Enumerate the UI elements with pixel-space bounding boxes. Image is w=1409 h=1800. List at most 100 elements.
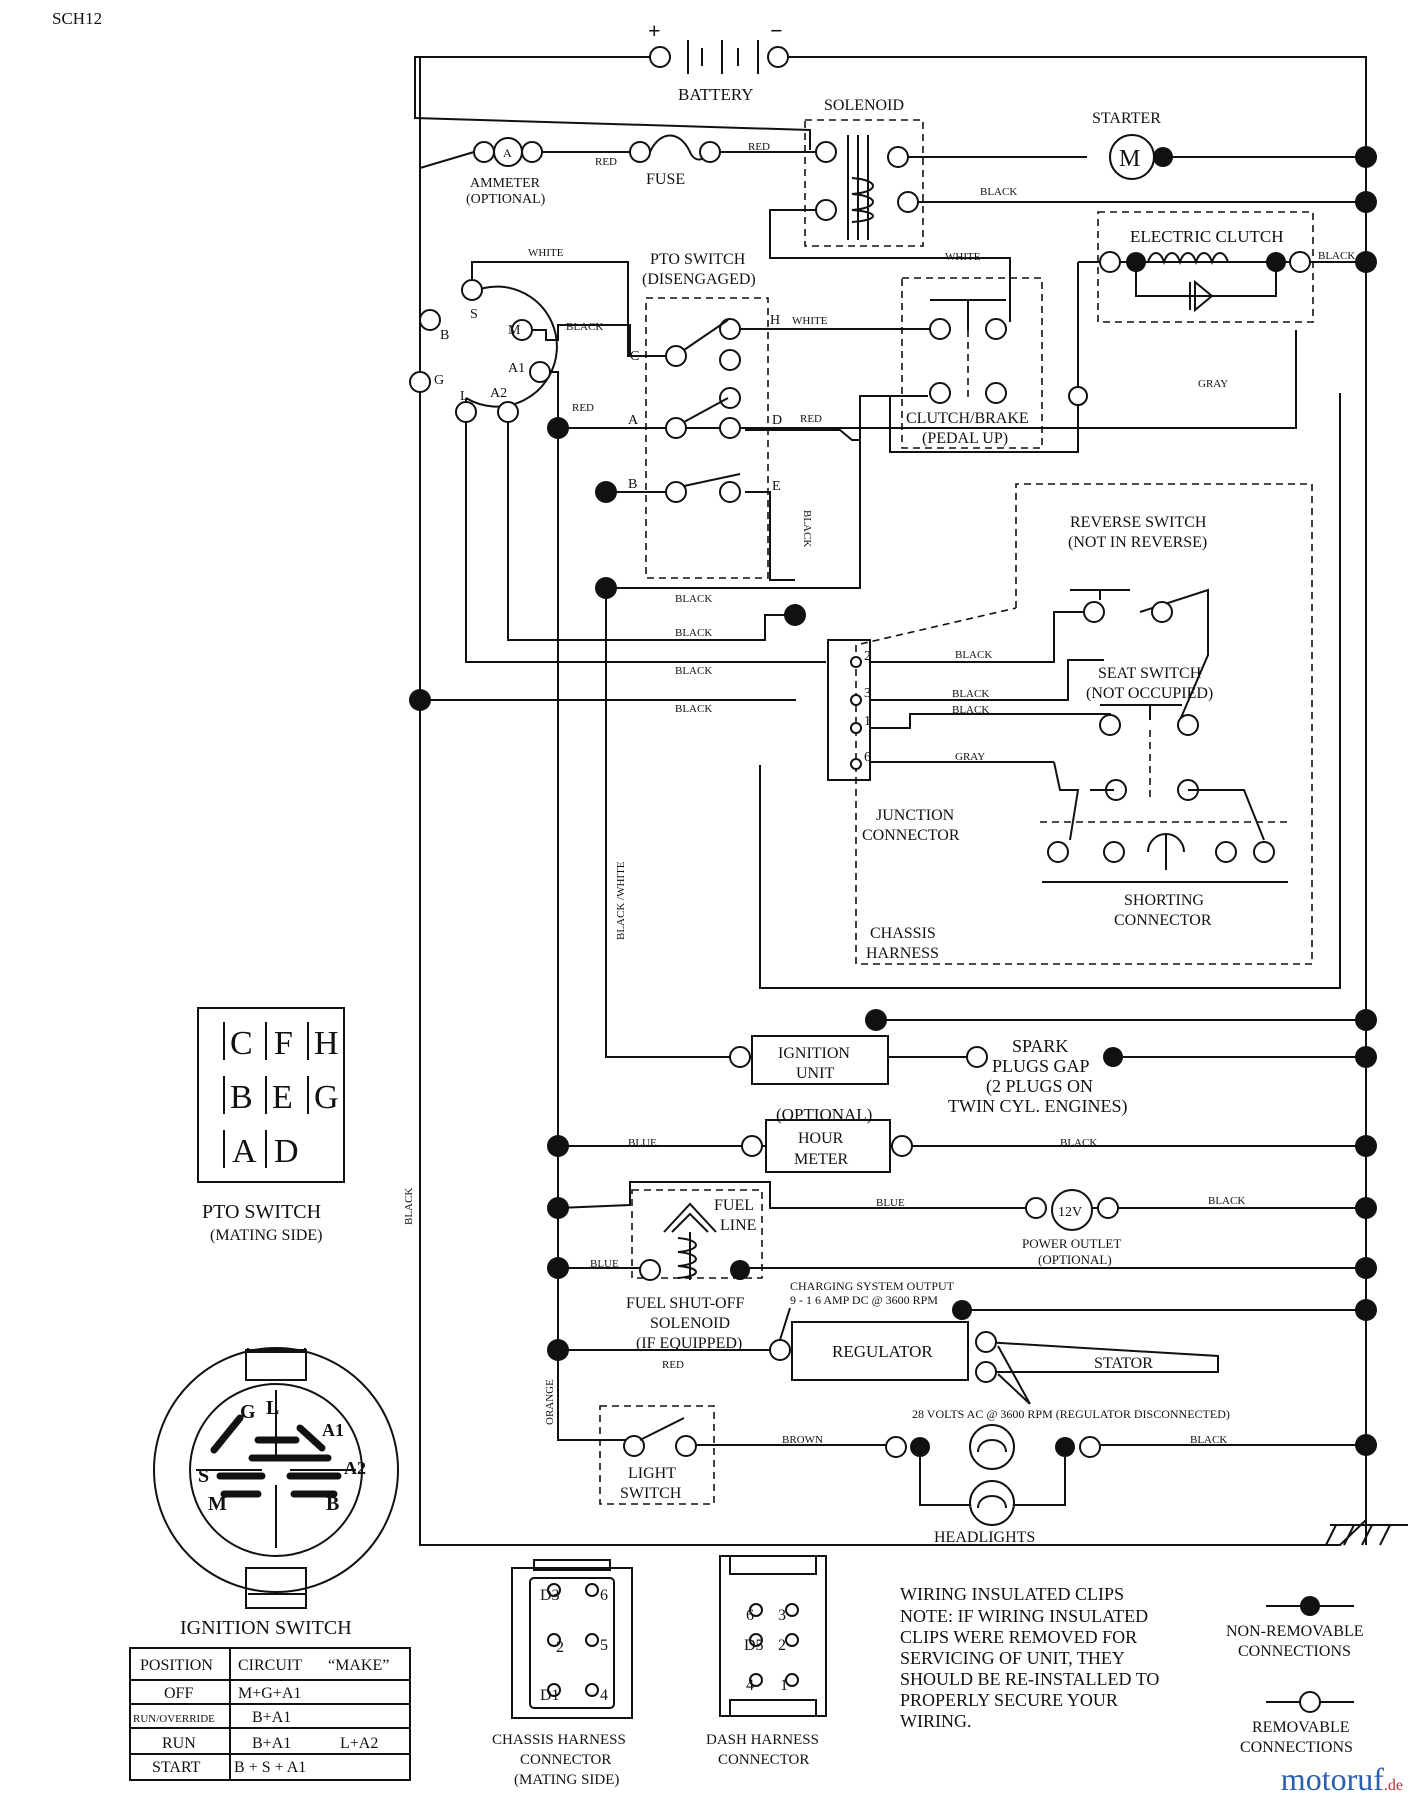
- svg-text:B+A1: B+A1: [252, 1709, 291, 1726]
- motor-symbol: M: [1119, 146, 1140, 172]
- svg-text:S: S: [198, 1465, 209, 1487]
- solenoid: SOLENOID: [804, 97, 924, 247]
- svg-text:4: 4: [600, 1687, 608, 1704]
- svg-text:PROPERLY SECURE YOUR: PROPERLY SECURE YOUR: [900, 1690, 1118, 1710]
- svg-text:BLACK: BLACK: [675, 703, 712, 715]
- svg-text:SHOULD BE RE-INSTALLED TO: SHOULD BE RE-INSTALLED TO: [900, 1669, 1159, 1689]
- svg-text:2: 2: [864, 649, 871, 664]
- ammeter: A AMMETER (OPTIONAL): [466, 137, 546, 207]
- svg-text:OFF: OFF: [164, 1685, 193, 1702]
- battery-label: BATTERY: [678, 85, 754, 104]
- svg-text:POSITION: POSITION: [140, 1657, 213, 1674]
- svg-text:(MATING SIDE): (MATING SIDE): [514, 1772, 619, 1788]
- power-outlet: 12V POWER OUTLET (OPTIONAL): [1022, 1189, 1121, 1267]
- svg-text:IGNITION SWITCH: IGNITION SWITCH: [180, 1617, 352, 1639]
- svg-text:B+A1: B+A1: [252, 1735, 291, 1752]
- svg-text:(2 PLUGS ON: (2 PLUGS ON: [986, 1076, 1093, 1097]
- svg-text:WIRING INSULATED CLIPS: WIRING INSULATED CLIPS: [900, 1584, 1124, 1604]
- svg-text:A1: A1: [508, 361, 525, 376]
- svg-text:HOUR: HOUR: [798, 1130, 844, 1147]
- svg-text:WHITE: WHITE: [945, 251, 981, 263]
- reverse-switch-label: REVERSE SWITCH: [1070, 514, 1207, 531]
- ammeter-note: (OPTIONAL): [466, 192, 546, 207]
- junction-connector-line2: CONNECTOR: [862, 827, 960, 844]
- svg-text:(OPTIONAL): (OPTIONAL): [776, 1105, 872, 1124]
- svg-text:BLACK: BLACK: [952, 704, 989, 716]
- svg-text:A2: A2: [490, 386, 507, 401]
- svg-text:(OPTIONAL): (OPTIONAL): [1038, 1252, 1112, 1267]
- svg-text:TWIN CYL. ENGINES): TWIN CYL. ENGINES): [948, 1096, 1127, 1117]
- chassis-harness-line1: CHASSIS: [870, 925, 936, 942]
- svg-text:RED: RED: [595, 156, 617, 168]
- svg-text:9 - 1 6 AMP DC @ 3600 RPM: 9 - 1 6 AMP DC @ 3600 RPM: [790, 1293, 938, 1307]
- svg-text:BLACK: BLACK: [952, 688, 989, 700]
- svg-text:BLACK: BLACK: [801, 510, 813, 547]
- fuse-label: FUSE: [646, 171, 685, 188]
- headlights: HEADLIGHTS: [885, 1424, 1101, 1546]
- svg-text:BLACK: BLACK: [675, 665, 712, 677]
- svg-text:FUEL SHUT-OFF: FUEL SHUT-OFF: [626, 1295, 745, 1312]
- svg-text:CLIPS WERE REMOVED FOR: CLIPS WERE REMOVED FOR: [900, 1627, 1137, 1647]
- svg-text:BLACK: BLACK: [403, 1188, 415, 1225]
- svg-text:RED: RED: [800, 413, 822, 425]
- minus-sign: −: [770, 18, 783, 43]
- svg-text:4: 4: [746, 1677, 754, 1694]
- pto-switch-mating-side: C F H B E G A D PTO SWITCH (MATING SIDE): [197, 1007, 345, 1244]
- ignition-switch-schematic: S B M G A1 L A2: [409, 279, 558, 423]
- svg-text:B: B: [326, 1493, 339, 1515]
- svg-text:METER: METER: [794, 1151, 849, 1168]
- svg-text:UNIT: UNIT: [796, 1065, 834, 1082]
- svg-text:DASH HARNESS: DASH HARNESS: [706, 1732, 819, 1748]
- svg-text:RED: RED: [748, 141, 770, 153]
- svg-text:D: D: [274, 1133, 299, 1170]
- plus-sign: +: [648, 18, 661, 43]
- svg-text:BLACK: BLACK: [980, 186, 1017, 198]
- svg-text:H: H: [314, 1025, 339, 1062]
- svg-text:2: 2: [778, 1637, 786, 1654]
- svg-text:BLACK /WHITE: BLACK /WHITE: [615, 861, 627, 940]
- svg-text:SWITCH: SWITCH: [620, 1485, 682, 1502]
- svg-text:G: G: [314, 1079, 339, 1116]
- pto-switch: C H A D B E PTO SWITCH (DISENGAGED): [628, 251, 782, 579]
- svg-text:STATOR: STATOR: [1094, 1355, 1153, 1372]
- svg-text:CONNECTIONS: CONNECTIONS: [1240, 1739, 1353, 1756]
- svg-text:RED: RED: [572, 402, 594, 414]
- svg-text:PTO SWITCH: PTO SWITCH: [202, 1201, 321, 1223]
- svg-text:6: 6: [746, 1607, 754, 1624]
- svg-text:NON-REMOVABLE: NON-REMOVABLE: [1226, 1623, 1363, 1640]
- svg-text:START: START: [152, 1759, 201, 1776]
- chassis-harness-line2: HARNESS: [866, 945, 939, 962]
- svg-text:WHITE: WHITE: [528, 247, 564, 259]
- svg-text:WHITE: WHITE: [792, 315, 828, 327]
- fuel-shutoff-solenoid: FUEL LINE FUEL SHUT-OFF SOLENOID (IF EQU…: [626, 1189, 763, 1352]
- svg-text:3: 3: [778, 1607, 786, 1624]
- svg-text:WIRING.: WIRING.: [900, 1711, 971, 1731]
- connection-legend: NON-REMOVABLE CONNECTIONS REMOVABLE CONN…: [1226, 1596, 1363, 1756]
- svg-text:(MATING SIDE): (MATING SIDE): [210, 1227, 322, 1244]
- clutch-brake-switch: CLUTCH/BRAKE (PEDAL UP): [901, 277, 1043, 449]
- battery: + − BATTERY: [648, 18, 789, 104]
- solenoid-label: SOLENOID: [824, 97, 904, 114]
- svg-text:POWER OUTLET: POWER OUTLET: [1022, 1236, 1121, 1251]
- svg-text:BLACK: BLACK: [955, 649, 992, 661]
- starter: M STARTER: [1092, 110, 1173, 180]
- starter-label: STARTER: [1092, 110, 1161, 127]
- svg-text:A2: A2: [344, 1458, 366, 1478]
- svg-text:HEADLIGHTS: HEADLIGHTS: [934, 1529, 1035, 1546]
- svg-text:CONNECTOR: CONNECTOR: [718, 1752, 809, 1768]
- svg-text:A: A: [628, 413, 639, 428]
- svg-text:CHARGING SYSTEM OUTPUT: CHARGING SYSTEM OUTPUT: [790, 1279, 955, 1293]
- svg-text:CONNECTIONS: CONNECTIONS: [1238, 1643, 1351, 1660]
- svg-text:D3: D3: [540, 1587, 560, 1604]
- svg-text:D: D: [772, 413, 782, 428]
- svg-text:L: L: [460, 389, 469, 404]
- svg-text:BLACK: BLACK: [566, 321, 603, 333]
- ammeter-label: AMMETER: [470, 176, 541, 191]
- svg-text:D1: D1: [540, 1687, 560, 1704]
- svg-text:E: E: [272, 1079, 293, 1116]
- svg-text:A: A: [503, 146, 512, 160]
- wiring-notes: WIRING INSULATED CLIPS NOTE: IF WIRING I…: [900, 1584, 1159, 1731]
- svg-text:IGNITION: IGNITION: [778, 1045, 850, 1062]
- svg-text:G: G: [240, 1401, 256, 1423]
